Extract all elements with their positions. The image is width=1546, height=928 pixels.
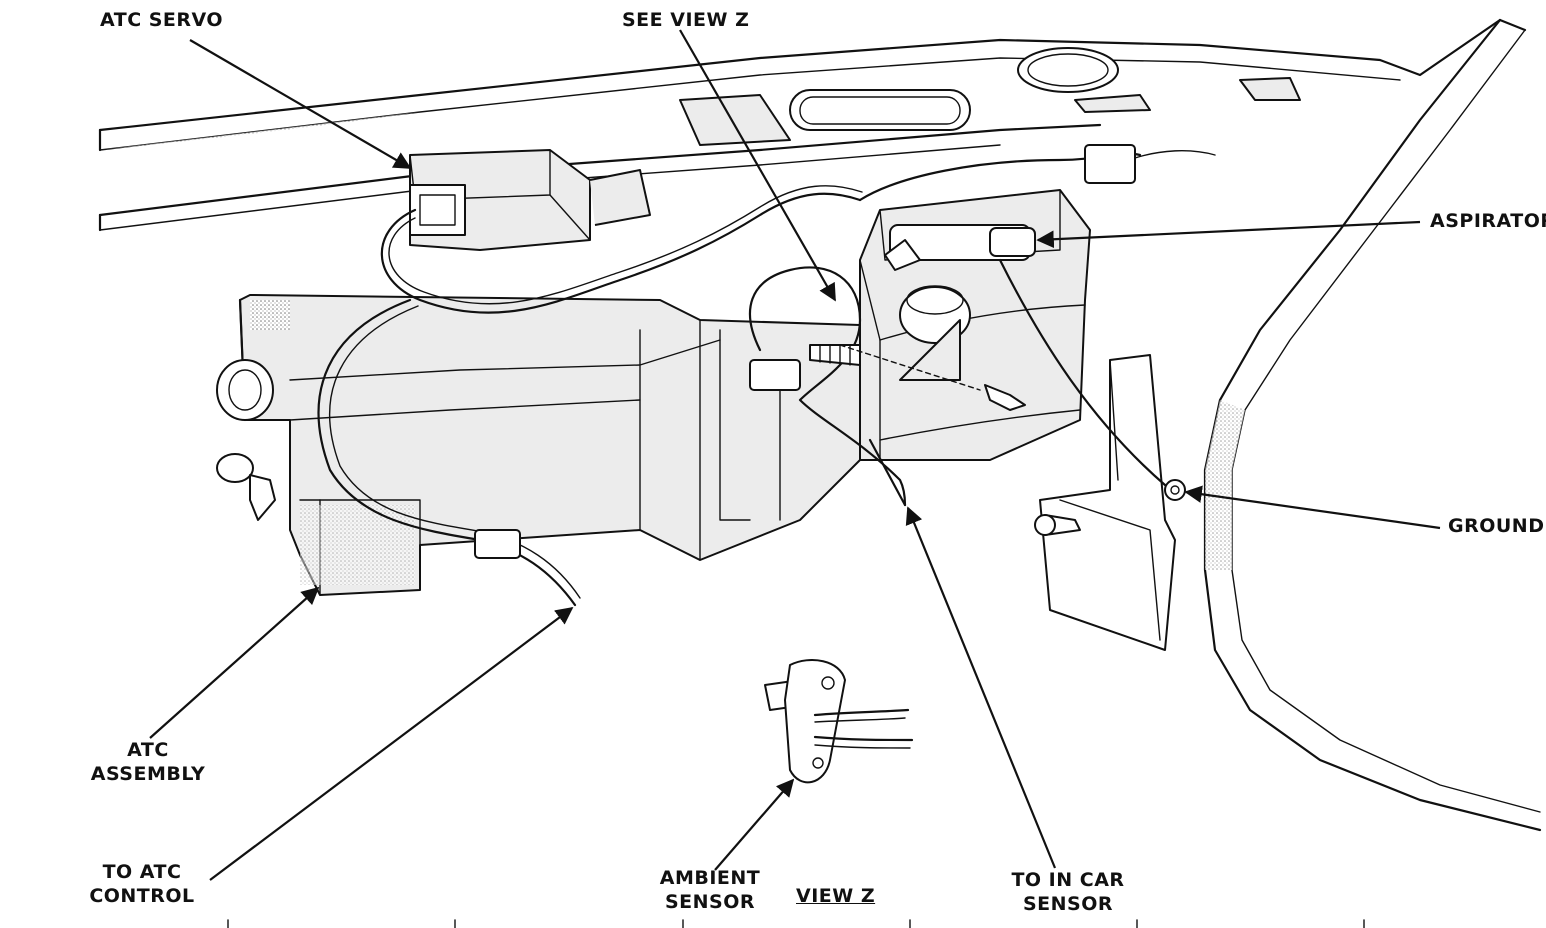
label-atc-assembly-line2: ASSEMBLY [90, 763, 206, 785]
aspirator-bolt [984, 384, 1026, 411]
label-ambient-sensor-line2: SENSOR [664, 891, 756, 913]
label-atc-servo: ATC SERVO [100, 9, 224, 31]
door-pillar [1203, 18, 1542, 832]
leader-atc-servo [189, 39, 412, 169]
wiring-harness [317, 144, 1216, 607]
leader-lines [149, 29, 1441, 881]
aspirator-hose [809, 344, 861, 366]
dashboard-panel [98, 18, 1502, 232]
label-ground: GROUND [1448, 515, 1545, 537]
label-to-in-car-sensor-line2: SENSOR [1022, 893, 1114, 915]
leader-ambient-sensor [714, 778, 795, 871]
leader-ground [1184, 485, 1441, 530]
leader-to-in-car-sensor [905, 506, 1057, 869]
label-to-in-car-sensor-line1: TO IN CAR [1011, 869, 1125, 891]
ambient-sensor-detail [764, 659, 914, 784]
vent-opening-oval [789, 89, 971, 131]
label-atc-assembly: ATC ASSEMBLY [88, 738, 208, 786]
atc-servo [409, 149, 651, 251]
label-to-atc-control-line1: TO ATC [102, 861, 182, 883]
leader-to-atc-control [209, 606, 574, 881]
vacuum-actuator-upper [216, 359, 274, 421]
in-car-sensor-connector [749, 359, 801, 391]
leader-see-view-z [679, 29, 836, 302]
label-aspirator: ASPIRATOR [1430, 210, 1546, 232]
label-view-z: VIEW Z [796, 885, 876, 907]
label-ambient-sensor-line1: AMBIENT [659, 867, 761, 889]
label-ambient-sensor: AMBIENT SENSOR [650, 866, 770, 914]
label-to-atc-control: TO ATC CONTROL [82, 860, 202, 908]
label-to-atc-control-line2: CONTROL [89, 885, 195, 907]
label-atc-assembly-line1: ATC [127, 739, 169, 761]
leader-atc-assembly [149, 586, 320, 739]
baseline-ticks [227, 919, 1365, 928]
aspirator [884, 224, 1036, 381]
leader-aspirator [1036, 220, 1421, 249]
servo-connector [409, 184, 466, 236]
vent-opening-round [1017, 47, 1119, 93]
ground-eyelet [1164, 479, 1186, 501]
vacuum-actuator-lower [216, 453, 254, 483]
atc-control-connector [474, 529, 521, 559]
label-to-in-car-sensor: TO IN CAR SENSOR [998, 868, 1138, 916]
label-see-view-z: SEE VIEW Z [622, 9, 750, 31]
top-right-connector [1084, 144, 1136, 184]
atc-assembly-housing [216, 294, 861, 596]
kick-panel [1034, 354, 1186, 651]
